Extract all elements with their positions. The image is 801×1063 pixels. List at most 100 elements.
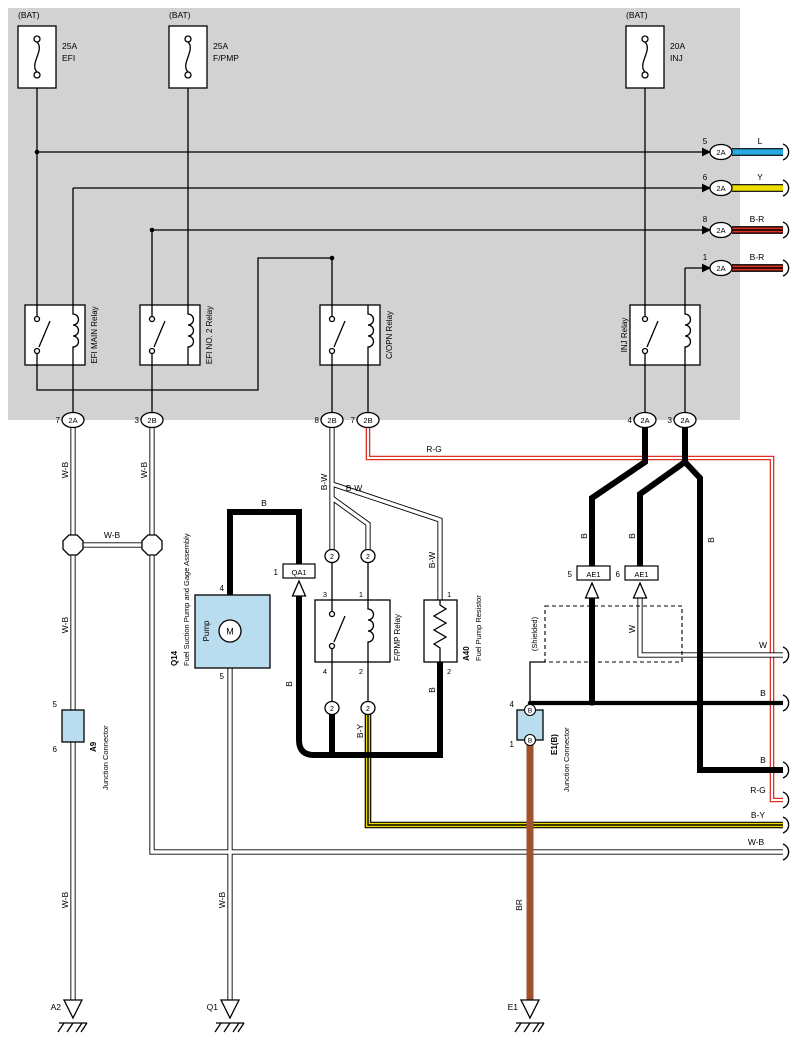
connector-id-label: 2A [716, 184, 725, 193]
wire-label-b: B [706, 537, 716, 543]
wire-label-b: B [427, 687, 437, 693]
relay-label-inj: INJ Relay [620, 318, 629, 353]
component-id-e1b: E1(B) [550, 734, 559, 755]
pin-label: 5 [53, 700, 58, 709]
connector-id-label: 2A [680, 416, 689, 425]
wire-label-bw: B-W [346, 483, 363, 493]
pin-label: 2 [359, 667, 363, 676]
wire-label-wb: W-B [60, 891, 70, 908]
relay-switch-icon [328, 600, 346, 662]
fuse-fpmp [168, 25, 208, 89]
pin-circle-label: 2 [330, 554, 334, 561]
relay-coil-icon [367, 600, 375, 662]
fpmp-connector-pin-circles [324, 548, 376, 716]
wire-label-y: Y [757, 172, 763, 182]
junction-octagon-icons [62, 534, 163, 556]
pin-label: 1 [274, 568, 279, 577]
wire-label-l: L [758, 136, 763, 146]
connector-id-label: 2A [716, 264, 725, 273]
shielded-area-box [544, 605, 683, 663]
wire-b-group [227, 427, 783, 773]
wire-label-wb: W-B [60, 616, 70, 633]
relay-efi-no2 [139, 304, 201, 366]
relay-switch-icon [641, 305, 659, 365]
ground-q1 [214, 999, 245, 1033]
fuse-name-label: EFI [62, 53, 75, 63]
relay-coil-icon [72, 305, 80, 365]
wire-label-wb: W-B [748, 837, 765, 847]
fuse-name-label: INJ [670, 53, 683, 63]
relay-switch-icon [33, 305, 51, 365]
e1b-junction-connector [516, 703, 544, 747]
fuse-icon [641, 35, 649, 79]
component-desc-a40: Fuel Pump Resistor [474, 595, 483, 661]
pump-label: Pump [202, 620, 211, 641]
relay-coil-icon [367, 305, 375, 365]
ground-label-a2: A2 [51, 1002, 62, 1012]
wire-label-w: W [759, 640, 767, 650]
pin-label: 4 [510, 700, 515, 709]
component-desc-a9: Junction Connector [101, 725, 110, 790]
connector-id-label: 2B [327, 416, 336, 425]
connector-pin-label: 3 [668, 416, 673, 425]
pin-label: 1 [447, 590, 451, 599]
wire-label-bw: B-W [319, 474, 329, 491]
fuse-icon [33, 35, 41, 79]
top-oval-connectors [709, 143, 733, 277]
connector-pin-label: 3 [135, 416, 140, 425]
relay-label-efi-main: EFI MAIN Relay [90, 306, 99, 363]
connector-id-ae1: AE1 [634, 570, 648, 579]
component-id-a9: A9 [89, 741, 98, 752]
motor-label: M [226, 627, 234, 637]
relay-inj [629, 304, 701, 366]
connector-pin-label: 6 [703, 173, 708, 182]
ground-label-e1: E1 [508, 1002, 519, 1012]
relay-label-fpmp: F/PMP Relay [393, 614, 402, 661]
ground-icon [519, 999, 541, 1020]
relay-switch-icon [328, 305, 346, 365]
pin-circle-label: 2 [330, 706, 334, 713]
fuse-amp-label: 25A [62, 41, 77, 51]
bus-label: B [528, 738, 532, 745]
wire-label-br-stripe: B-R [750, 214, 765, 224]
fuse-icon [184, 35, 192, 79]
connector-id-ae1: AE1 [586, 570, 600, 579]
ground-label-q1: Q1 [207, 1002, 219, 1012]
connector-pin-label: 7 [351, 416, 356, 425]
fuse-bat-label: (BAT) [18, 10, 40, 20]
connector-pin-label: 8 [315, 416, 320, 425]
shielded-label: (Shielded) [530, 616, 539, 651]
wire-label-w: W [627, 625, 637, 633]
connector-id-qa1: QA1 [291, 568, 306, 577]
connector-arrow-icons [702, 147, 711, 273]
connector-id-label: 2A [68, 416, 77, 425]
wire-label-bw: B-W [427, 552, 437, 569]
qa1-connector [282, 563, 316, 597]
pin-circle-label: 2 [366, 554, 370, 561]
connector-id-label: 2B [147, 416, 156, 425]
wire-label-wb: W-B [217, 891, 227, 908]
connector-pin-label: 7 [56, 416, 61, 425]
a40-fuel-pump-resistor [423, 599, 458, 663]
ground-icon [219, 999, 241, 1020]
pin-label: 5 [220, 672, 225, 681]
connector-id-label: 2A [716, 148, 725, 157]
pin-label: 6 [53, 745, 58, 754]
connector-arrow-icon [291, 579, 307, 597]
wire-wb-group [73, 427, 783, 1000]
wire-label-rg: R-G [426, 444, 442, 454]
connector-pin-label: 5 [703, 137, 708, 146]
connector-arrow-icon [632, 581, 648, 599]
pin-label: 6 [616, 570, 621, 579]
pin-label: 1 [510, 740, 515, 749]
connector-pin-label: 8 [703, 215, 708, 224]
resistor-icon [432, 600, 448, 662]
wire-label-br-stripe: B-R [750, 252, 765, 262]
wire-bw-group [332, 427, 440, 600]
circuit-trace-lines [36, 88, 702, 413]
wire-label-by: B-Y [355, 724, 365, 739]
pin-label: 1 [359, 590, 363, 599]
wire-label-b: B [261, 498, 267, 508]
pin-circle-label: 2 [366, 706, 370, 713]
